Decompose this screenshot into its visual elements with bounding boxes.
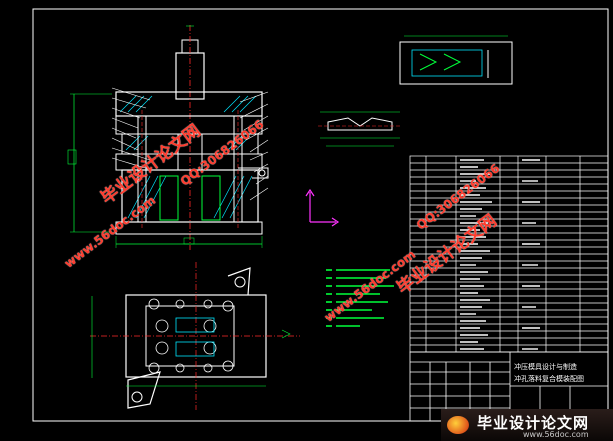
- part-view: [318, 111, 402, 147]
- strip-layout-view: [399, 35, 513, 85]
- title-block-row1: 冲压模具设计与制造: [514, 363, 577, 371]
- plan-view: [90, 262, 300, 410]
- banner-title: 毕业设计论文网: [477, 414, 590, 432]
- parts-list-table: [409, 155, 609, 353]
- tech-notes: [326, 269, 394, 327]
- banner-url[interactable]: www.56doc.com: [523, 430, 589, 439]
- site-banner[interactable]: 毕业设计论文网 www.56doc.com: [441, 409, 613, 441]
- site-logo-icon: [447, 416, 469, 434]
- front-section-view: [67, 25, 269, 250]
- title-block-row2: 冲孔落料复合模装配图: [514, 375, 584, 383]
- parts-list-entries: [460, 159, 540, 350]
- ucs-icon: [305, 188, 340, 227]
